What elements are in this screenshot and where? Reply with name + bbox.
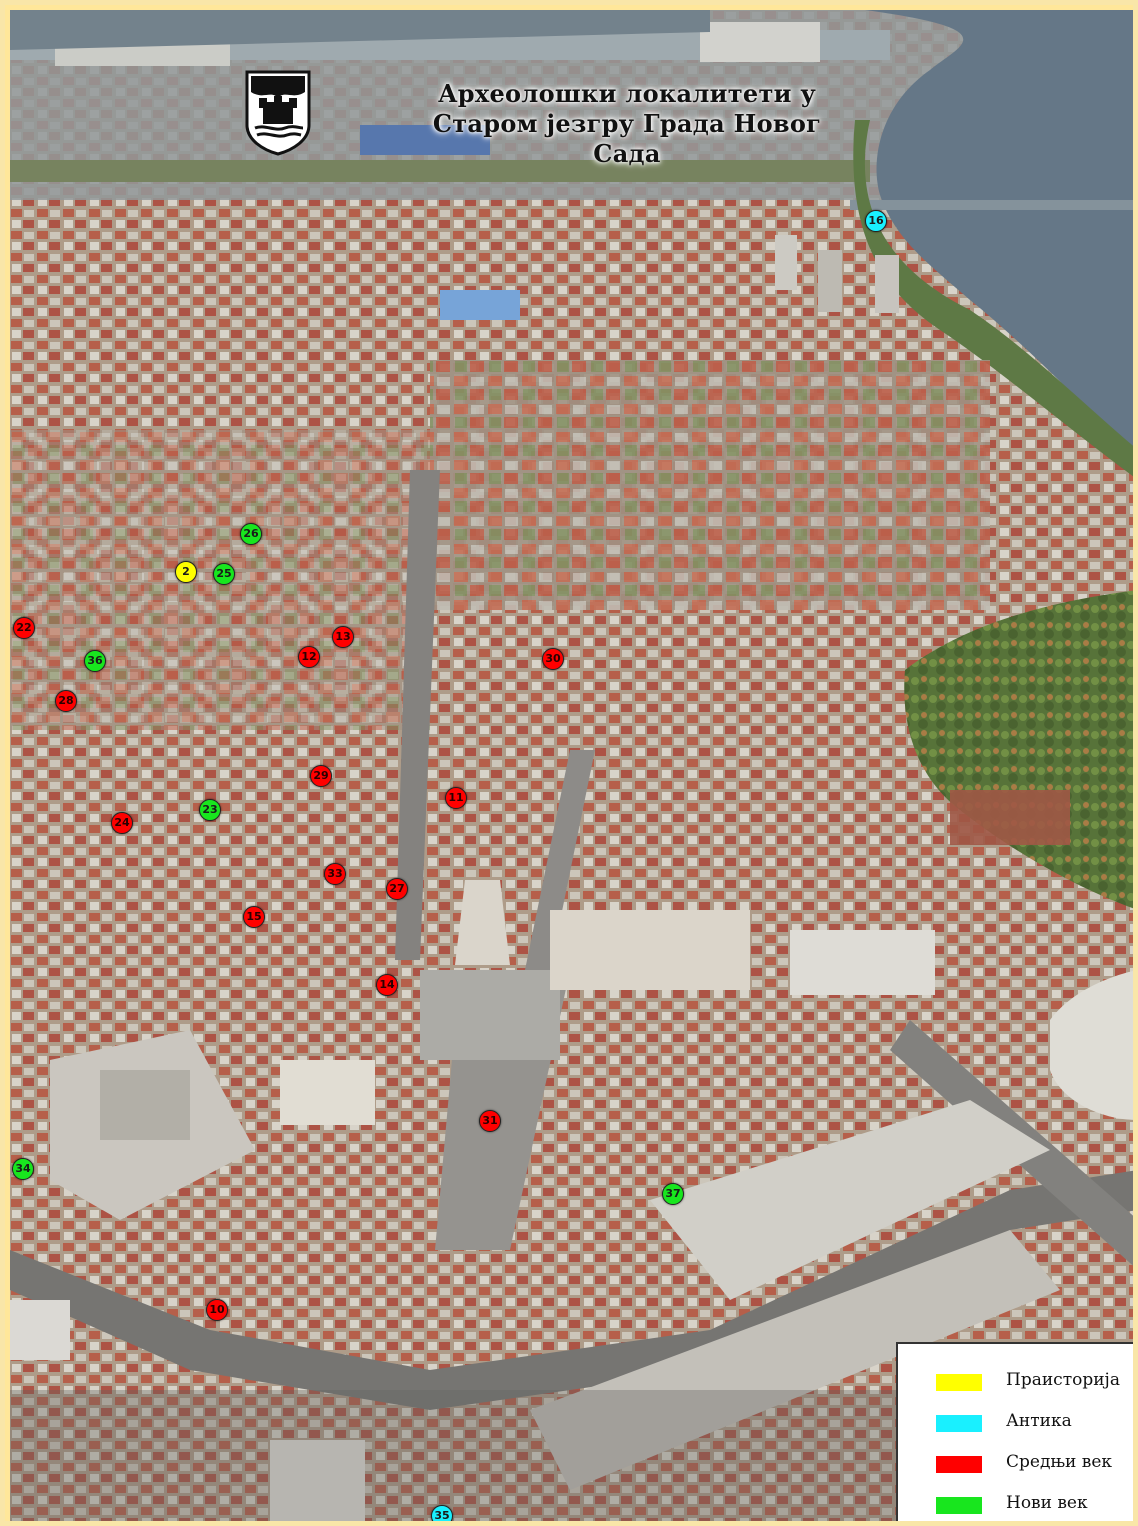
site-marker[interactable]: 2: [175, 561, 197, 583]
site-number: 15: [246, 910, 262, 923]
map-title: Археолошки локалитети у Старом језгру Гр…: [235, 67, 855, 168]
site-marker[interactable]: 34: [12, 1158, 34, 1180]
site-number: 22: [16, 621, 32, 634]
site-marker[interactable]: 27: [386, 878, 408, 900]
site-number: 34: [15, 1162, 31, 1175]
site-marker[interactable]: 13: [332, 626, 354, 648]
site-number: 26: [243, 527, 259, 540]
map-title-line-1: Археолошки локалитети у: [437, 79, 817, 108]
site-number: 28: [58, 694, 74, 707]
site-marker[interactable]: 31: [479, 1110, 501, 1132]
map-title-line-2: Старом језгру Града Новог Сада: [432, 109, 822, 168]
site-marker[interactable]: 33: [324, 863, 346, 885]
site-marker[interactable]: 28: [55, 690, 77, 712]
legend-item: Нови век: [936, 1491, 1133, 1521]
legend-label: Средњи век: [1006, 1452, 1113, 1472]
site-marker[interactable]: 22: [13, 617, 35, 639]
site-number: 31: [482, 1114, 498, 1127]
legend-swatch: [936, 1497, 982, 1514]
site-number: 30: [545, 652, 561, 665]
legend-swatch: [936, 1456, 982, 1473]
site-marker[interactable]: 30: [542, 648, 564, 670]
site-number: 2: [182, 565, 190, 578]
legend-label: Нови век: [1006, 1493, 1088, 1513]
site-marker[interactable]: 26: [240, 523, 262, 545]
legend-label: Антика: [1006, 1411, 1072, 1431]
site-marker[interactable]: 37: [662, 1183, 684, 1205]
legend-item: Антика: [936, 1409, 1133, 1439]
site-number: 14: [379, 978, 395, 991]
site-marker[interactable]: 12: [298, 646, 320, 668]
site-number: 33: [327, 867, 343, 880]
city-crest-icon: [245, 70, 311, 156]
site-marker[interactable]: 29: [310, 765, 332, 787]
site-marker[interactable]: 24: [111, 812, 133, 834]
site-marker[interactable]: 35: [431, 1505, 453, 1522]
site-marker[interactable]: 15: [243, 906, 265, 928]
site-number: 12: [301, 650, 317, 663]
site-marker[interactable]: 16: [865, 210, 887, 232]
site-number: 16: [868, 214, 884, 227]
site-number: 11: [448, 791, 464, 804]
site-number: 13: [335, 630, 351, 643]
site-number: 35: [434, 1509, 450, 1522]
legend-label: Праисторија: [1006, 1370, 1120, 1390]
site-number: 29: [313, 769, 329, 782]
legend-item: Праисторија: [936, 1368, 1133, 1398]
legend-swatch: [936, 1415, 982, 1432]
site-marker[interactable]: 11: [445, 787, 467, 809]
site-number: 25: [216, 567, 232, 580]
site-marker[interactable]: 23: [199, 799, 221, 821]
site-number: 27: [389, 882, 405, 895]
site-marker[interactable]: 25: [213, 563, 235, 585]
legend-swatch: [936, 1374, 982, 1391]
site-number: 10: [209, 1303, 225, 1316]
legend-item: Средњи век: [936, 1450, 1133, 1480]
site-number: 24: [114, 816, 130, 829]
site-number: 23: [202, 803, 218, 816]
site-marker[interactable]: 14: [376, 974, 398, 996]
map-legend: Праисторија Антика Средњи век Нови век: [896, 1342, 1133, 1521]
site-number: 37: [665, 1187, 681, 1200]
aerial-photo: [10, 10, 1133, 1521]
site-number: 36: [87, 654, 103, 667]
site-marker[interactable]: 36: [84, 650, 106, 672]
site-marker[interactable]: 10: [206, 1299, 228, 1321]
